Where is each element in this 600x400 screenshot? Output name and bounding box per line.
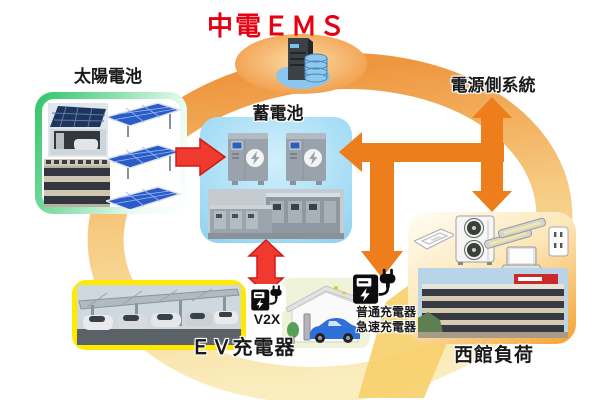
battery-system-photo — [208, 189, 344, 239]
west-building-photo — [418, 268, 568, 338]
arrow-to-home-chargers — [361, 150, 403, 278]
home-charger-plug-icon — [353, 268, 396, 304]
battery-cabinet-icon — [286, 133, 326, 185]
fluorescent-light-icon — [484, 217, 546, 249]
house-icon — [285, 285, 367, 344]
solar-building-photo — [44, 159, 110, 207]
arrow-solar-to-battery — [175, 137, 227, 177]
quick-charger-label: 急速充電器 — [355, 320, 416, 334]
solar-panel-block — [35, 92, 187, 214]
v2x-label: V2X — [253, 311, 281, 327]
ev-car-icon — [310, 318, 360, 343]
outlet-icon — [548, 226, 569, 257]
normal-charger-label: 普通充電器 — [355, 305, 416, 319]
v2x-charger-card — [248, 284, 286, 312]
battery-cabinet-icon — [228, 133, 268, 185]
ev-charger-block — [72, 280, 246, 350]
ceiling-ac-icon — [414, 228, 454, 250]
charge-post-icon — [303, 313, 311, 341]
solar-label: 太陽電池 — [74, 67, 142, 86]
tree-icon — [287, 322, 299, 338]
ev-charger-label: ＥＶ充電器 — [190, 337, 296, 359]
arrow-grid-westload — [472, 97, 512, 212]
outdoor-ac-icon — [455, 215, 495, 265]
west-load-label: 西館負荷 — [453, 345, 534, 366]
diagram-title: 中電ＥＭＳ — [206, 11, 347, 41]
solar-carport-photo — [48, 103, 108, 157]
storage-battery-block — [200, 117, 352, 243]
ev-charger-plug-icon — [251, 284, 282, 310]
home-ev-area — [282, 278, 370, 348]
solar-panel-icon — [106, 102, 182, 137]
grid-label: 電源側系統 — [450, 76, 536, 95]
west-building-load-block — [408, 212, 576, 344]
battery-label: 蓄電池 — [252, 104, 304, 123]
solar-panel-icon — [106, 186, 182, 209]
solar-block-inner — [42, 99, 182, 209]
arrow-grid-to-battery — [339, 132, 504, 172]
cloud-server-icon — [276, 38, 330, 89]
ev-carport-photo — [77, 285, 241, 345]
